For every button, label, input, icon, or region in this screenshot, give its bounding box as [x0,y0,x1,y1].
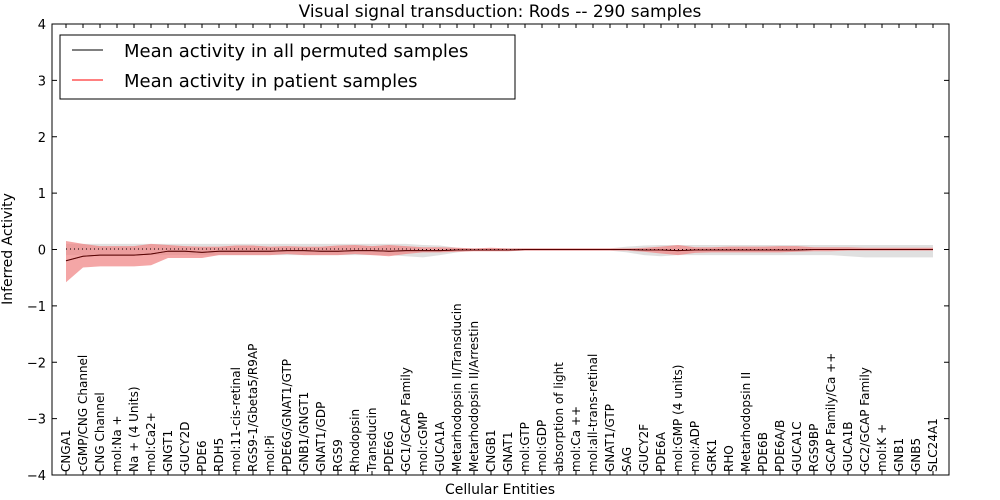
x-tick-label: GUCA1C [790,421,804,472]
x-tick-label: GNAT1/GTP [603,404,617,472]
x-tick-label: mol:Ca ++ [569,406,583,472]
permuted-mean-line [66,248,933,250]
y-tick-label: 3 [38,74,46,89]
patient-band [66,241,933,283]
x-tick-label: Transducin [365,408,379,473]
x-tick-label: GNAT1/GDP [314,402,328,472]
x-tick-label: Metarhodopsin II/Arrestin [467,321,481,472]
y-tick-label: −1 [27,300,46,315]
y-tick-label: 1 [38,187,46,202]
x-tick-label: mol:GDP [535,420,549,472]
x-tick-label: Metarhodopsin II/Transducin [450,303,464,472]
x-tick-label: RGS9 [331,439,345,472]
x-tick-label: mol:all-trans-retinal [586,354,600,472]
x-tick-label: RHO [722,445,736,472]
x-tick-label: mol:cGMP [416,412,430,472]
legend-label-permuted: Mean activity in all permuted samples [124,41,468,62]
x-tick-label: GUCA1B [841,421,855,472]
x-tick-label: GNB5 [909,438,923,472]
x-tick-label: CNGB1 [484,429,498,472]
x-tick-label: PDE6A/B [773,420,787,472]
x-tick-label: GNGT1 [161,430,175,472]
x-tick-label: GUCA1A [433,421,447,472]
x-tick-label: mol:Ca2+ [144,412,158,472]
x-tick-label: GNAT1 [501,431,515,472]
x-tick-label: PDE6 [195,440,209,472]
x-tick-label: absorption of light [552,362,566,472]
x-tick-label: mol:Pi [263,435,277,472]
x-tick-label: GC2/GCAP Family [858,367,872,472]
x-tick-label: GC1/GCAP Family [399,367,413,472]
x-tick-label: GUCY2D [178,422,192,472]
x-tick-label: mol:11-cis-retinal [229,367,243,472]
x-tick-label: SLC24A1 [926,418,940,472]
x-tick-label: GNB1/GNGT1 [297,392,311,472]
x-tick-label: RGS9-1/Gbeta5/R9AP [246,344,260,472]
y-tick-label: 2 [38,131,46,146]
x-tick-label: RGS9BP [807,424,821,472]
y-tick-label: −3 [27,413,46,428]
legend: Mean activity in all permuted samples Me… [59,34,516,100]
x-tick-label: mol:GMP (4 units) [671,365,685,472]
patient-mean-line-overlay [65,249,933,262]
y-axis: −4 −3 −2 −1 0 1 2 3 4 [27,18,949,484]
legend-box [59,34,516,100]
chart-title: Visual signal transduction: Rods -- 290 … [299,2,702,22]
x-tick-label: CNG Channel [93,392,107,472]
y-tick-label: 4 [38,18,46,33]
y-axis-title: Inferred Activity [0,193,16,305]
x-tick-label: GNB1 [892,438,906,472]
x-tick-label: cGMP/CNG Channel [76,355,90,472]
patient-mean-line [65,249,933,262]
x-tick-label: GRK1 [705,439,719,472]
y-tick-label: 0 [38,244,46,259]
x-tick-label: PDE6A [654,431,668,472]
x-tick-label: PDE6G [382,431,396,472]
x-tick-label: mol:Na + [110,415,124,472]
x-tick-label: mol:ADP [688,421,702,472]
x-tick-label: Metarhodopsin II [739,372,753,472]
legend-label-patient: Mean activity in patient samples [124,71,418,92]
x-tick-label: Na + (4 Units) [127,386,141,472]
x-tick-label: CNGA1 [59,430,73,473]
x-tick-label: Rhodopsin [348,409,362,472]
x-tick-label: PDE6B [756,432,770,472]
x-tick-label: GUCY2F [637,424,651,472]
x-tick-label: RDH5 [212,438,226,472]
x-axis-title: Cellular Entities [445,482,555,498]
x-tick-label: SAG [620,447,634,472]
x-tick-label: GCAP Family/Ca ++ [824,353,838,472]
y-tick-label: −4 [27,469,46,484]
x-tick-label: PDE6G/GNAT1/GTP [280,359,294,472]
x-tick-label: mol:K + [875,424,889,472]
x-tick-label: mol:GTP [518,422,532,472]
y-tick-label: −2 [27,356,46,371]
